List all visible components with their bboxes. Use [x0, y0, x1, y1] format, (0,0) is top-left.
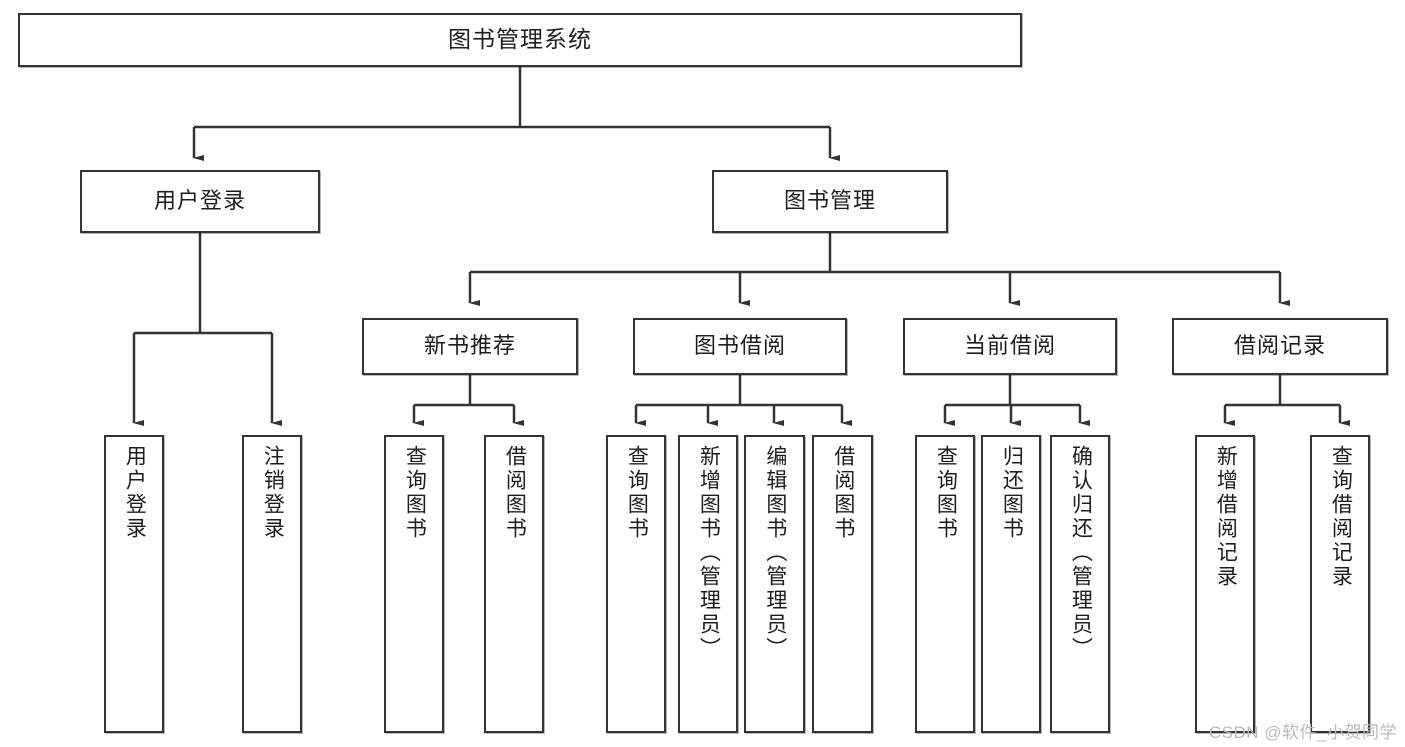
node-label: 查询图书: [403, 445, 427, 541]
node-label: 查询图书: [625, 445, 649, 541]
leaf-record-add-record[interactable]: 新增借阅记录: [1195, 435, 1255, 733]
node-borrow-record[interactable]: 借阅记录: [1172, 318, 1388, 375]
node-label: 归还图书: [1000, 445, 1024, 541]
leaf-borrow-add-book[interactable]: 新增图书（管理员）: [678, 435, 738, 733]
leaf-record-query-record[interactable]: 查询借阅记录: [1310, 435, 1370, 733]
leaf-user-login-login[interactable]: 用户登录: [104, 435, 164, 733]
node-label: 新增借阅记录: [1214, 445, 1238, 589]
node-label: 注销登录: [261, 445, 285, 541]
node-root-system[interactable]: 图书管理系统: [18, 13, 1022, 67]
node-book-borrow[interactable]: 图书借阅: [633, 318, 847, 375]
node-label: 借阅图书: [503, 445, 527, 541]
node-label: 查询借阅记录: [1329, 445, 1353, 589]
node-label: 编辑图书（管理员）: [763, 445, 787, 661]
node-label: 用户登录: [123, 445, 147, 541]
leaf-borrow-edit-book[interactable]: 编辑图书（管理员）: [744, 435, 805, 733]
node-book-management[interactable]: 图书管理: [712, 170, 948, 233]
leaf-current-return-book[interactable]: 归还图书: [981, 435, 1041, 733]
leaf-recommend-borrow-book[interactable]: 借阅图书: [484, 435, 544, 733]
node-label: 查询图书: [934, 445, 958, 541]
leaf-current-confirm-return[interactable]: 确认归还（管理员）: [1050, 435, 1110, 733]
node-label: 新书推荐: [423, 333, 516, 359]
leaf-user-login-logout[interactable]: 注销登录: [242, 435, 302, 733]
leaf-borrow-query-book[interactable]: 查询图书: [606, 435, 666, 733]
watermark: CSDN @软件_小贺同学: [1208, 723, 1397, 742]
leaf-recommend-query-book[interactable]: 查询图书: [384, 435, 444, 733]
node-label: 新增图书（管理员）: [697, 445, 721, 661]
node-new-book-recommend[interactable]: 新书推荐: [362, 318, 578, 375]
leaf-borrow-borrow-book[interactable]: 借阅图书: [812, 435, 873, 733]
node-label: 图书管理: [783, 188, 876, 214]
node-label: 当前借阅: [963, 333, 1056, 359]
node-user-login[interactable]: 用户登录: [80, 170, 320, 233]
node-current-borrow[interactable]: 当前借阅: [903, 318, 1117, 375]
node-label: 借阅图书: [831, 445, 855, 541]
node-label: 用户登录: [153, 188, 246, 214]
node-label: 确认归还（管理员）: [1069, 445, 1093, 661]
node-label: 图书管理系统: [448, 26, 592, 53]
node-label: 图书借阅: [693, 333, 786, 359]
leaf-current-query-book[interactable]: 查询图书: [915, 435, 975, 733]
node-label: 借阅记录: [1233, 333, 1326, 359]
